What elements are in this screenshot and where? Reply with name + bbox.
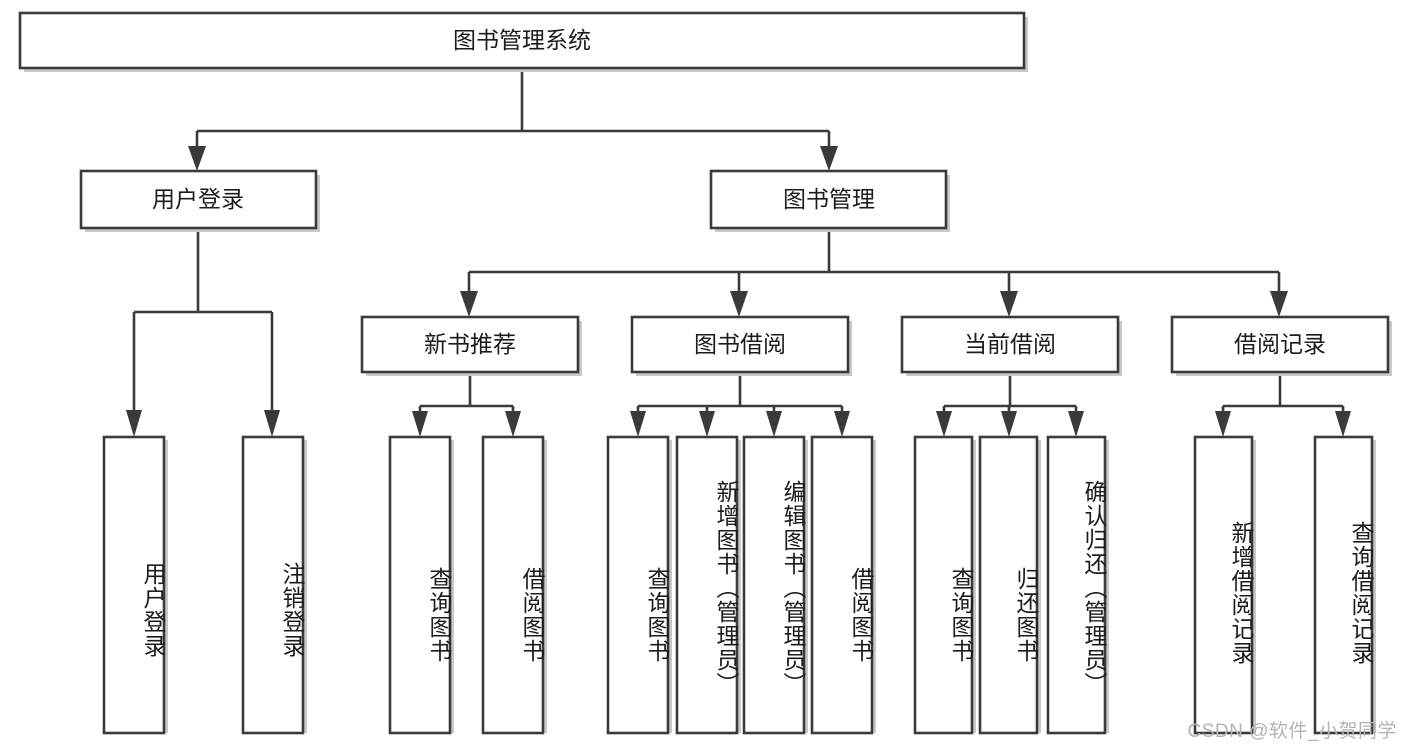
leaf-current-borrow-3-box[interactable] — [1046, 435, 1107, 735]
leaf-new-book-1-box[interactable] — [388, 435, 452, 735]
leaf-new-book-1[interactable] — [388, 435, 454, 735]
node-user-login[interactable]: 用户登录 — [79, 169, 320, 232]
leaf-current-borrow-2-box[interactable] — [978, 435, 1039, 735]
leaf-current-borrow-2[interactable] — [978, 435, 1041, 735]
leaf-borrow-record-1-box[interactable] — [1193, 435, 1254, 735]
connector-group-new-book — [412, 375, 521, 437]
arrow-bookborrow-leaf-3 — [766, 411, 782, 437]
csdn-watermark: CSDN @软件_小贺同学 — [1187, 721, 1397, 742]
connector-group-current-borrow — [936, 375, 1084, 437]
leaf-book-borrow-2[interactable] — [675, 435, 741, 735]
arrow-borrowrecord-leaf-1 — [1215, 411, 1231, 437]
node-current-borrow-box[interactable] — [900, 315, 1120, 374]
node-root-box[interactable] — [18, 11, 1026, 70]
arrow-bookborrow-leaf-1 — [630, 411, 646, 437]
leaf-new-book-2-box[interactable] — [481, 435, 545, 735]
leaf-current-borrow-3[interactable] — [1046, 435, 1109, 735]
connector-group-user-login — [126, 232, 280, 437]
connector-group-borrow-record — [1215, 375, 1351, 437]
arrow-currentborrow-leaf-3 — [1068, 411, 1084, 437]
arrow-bookmanage-to-current-borrow — [1000, 291, 1018, 317]
leaf-user-login-2-box[interactable] — [241, 435, 305, 735]
arrow-bookmanage-to-new-book — [460, 291, 478, 317]
arrow-userlogin-leaf-1 — [126, 410, 142, 437]
arrow-root-to-book-manage — [820, 146, 838, 171]
node-current-borrow[interactable]: 当前借阅 — [900, 315, 1122, 376]
node-book-borrow-label: 图书借阅 — [694, 331, 786, 357]
leaf-book-borrow-2-box[interactable] — [675, 435, 739, 735]
leaf-book-borrow-1-box[interactable] — [606, 435, 670, 735]
arrow-bookborrow-leaf-2 — [699, 411, 715, 437]
leaf-borrow-record-2[interactable] — [1313, 435, 1376, 735]
arrow-currentborrow-leaf-2 — [1001, 411, 1017, 437]
node-user-login-label: 用户登录 — [152, 186, 244, 212]
leaf-borrow-record-1[interactable] — [1193, 435, 1256, 735]
arrow-newbook-leaf-1 — [412, 411, 428, 437]
node-borrow-record-box[interactable] — [1170, 315, 1390, 374]
arrow-bookborrow-leaf-4 — [834, 411, 850, 437]
leaf-user-login-2[interactable] — [241, 435, 307, 735]
leaf-borrow-record-2-box[interactable] — [1313, 435, 1374, 735]
leaf-user-login-1[interactable] — [102, 435, 168, 735]
node-book-manage[interactable]: 图书管理 — [709, 169, 950, 232]
leaf-book-borrow-4-box[interactable] — [810, 435, 874, 735]
leaf-book-borrow-4[interactable] — [810, 435, 876, 735]
arrow-borrowrecord-leaf-2 — [1335, 411, 1351, 437]
node-book-manage-label: 图书管理 — [783, 186, 875, 212]
node-book-manage-box[interactable] — [709, 169, 948, 230]
leaf-user-login-1-box[interactable] — [102, 435, 166, 735]
node-root[interactable]: 图书管理系统 — [18, 11, 1028, 72]
connector-group-book-manage — [460, 232, 1288, 317]
node-user-login-box[interactable] — [79, 169, 318, 230]
node-new-book-box[interactable] — [360, 315, 580, 374]
leaf-new-book-2[interactable] — [481, 435, 547, 735]
node-borrow-record[interactable]: 借阅记录 — [1170, 315, 1392, 376]
node-borrow-record-label: 借阅记录 — [1234, 331, 1326, 357]
arrow-userlogin-leaf-2 — [264, 410, 280, 437]
node-current-borrow-label: 当前借阅 — [964, 331, 1056, 357]
leaf-book-borrow-3-box[interactable] — [742, 435, 806, 735]
connector-group-book-borrow — [630, 375, 850, 437]
arrow-newbook-leaf-2 — [505, 411, 521, 437]
leaf-current-borrow-1-box[interactable] — [913, 435, 974, 735]
arrow-currentborrow-leaf-1 — [936, 411, 952, 437]
leaf-current-borrow-1[interactable] — [913, 435, 976, 735]
connector-group-root — [188, 68, 838, 171]
leaf-book-borrow-3[interactable] — [742, 435, 808, 735]
leaf-book-borrow-1[interactable] — [606, 435, 672, 735]
node-book-borrow-box[interactable] — [630, 315, 850, 374]
node-root-label: 图书管理系统 — [453, 27, 591, 53]
node-new-book-label: 新书推荐 — [424, 331, 516, 357]
node-book-borrow[interactable]: 图书借阅 — [630, 315, 852, 376]
arrow-bookmanage-to-book-borrow — [730, 291, 748, 317]
arrow-bookmanage-to-borrow-record — [1270, 291, 1288, 317]
arrow-root-to-user-login — [188, 146, 206, 171]
node-new-book[interactable]: 新书推荐 — [360, 315, 582, 376]
